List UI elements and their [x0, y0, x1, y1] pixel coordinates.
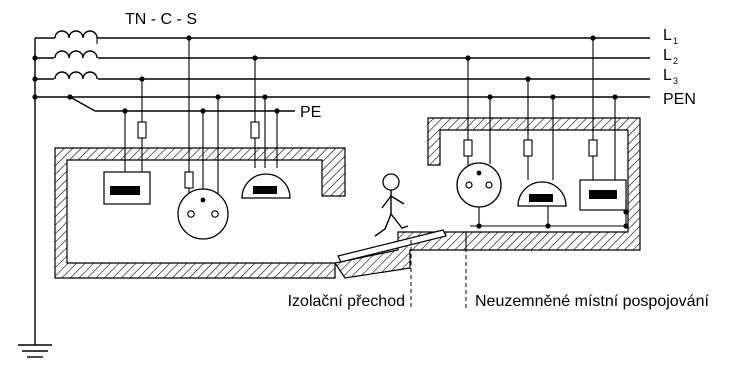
left-room-wall [54, 147, 346, 279]
heater-appliance [103, 76, 151, 205]
label-unearthed-bonding: Neuzemněné místní pospojování [475, 293, 709, 310]
system-title: TN - C - S [125, 11, 197, 28]
lamp-appliance [241, 55, 291, 199]
svg-text:1: 1 [673, 36, 678, 46]
svg-text:L: L [663, 47, 672, 64]
label-insulating-transition: Izolační přechod [288, 293, 405, 310]
label-l2: L 2 [663, 47, 678, 66]
label-l3: L 3 [663, 67, 678, 86]
label-l1: L 1 [663, 27, 678, 46]
lamp-appliance-right [517, 76, 567, 207]
socket-outlet [177, 35, 229, 240]
label-pe: PE [300, 104, 321, 121]
svg-text:L: L [663, 67, 672, 84]
svg-text:2: 2 [673, 56, 678, 66]
svg-text:L: L [663, 27, 672, 44]
insulating-ramp [337, 229, 447, 263]
socket-outlet-right [456, 55, 502, 225]
svg-text:3: 3 [673, 76, 678, 86]
pe-conductor [95, 108, 295, 114]
earth-icon [18, 344, 52, 358]
local-bonding-conductor [465, 200, 629, 252]
label-pen: PEN [663, 91, 696, 108]
heater-appliance-right [579, 35, 627, 211]
person-icon [374, 173, 409, 237]
